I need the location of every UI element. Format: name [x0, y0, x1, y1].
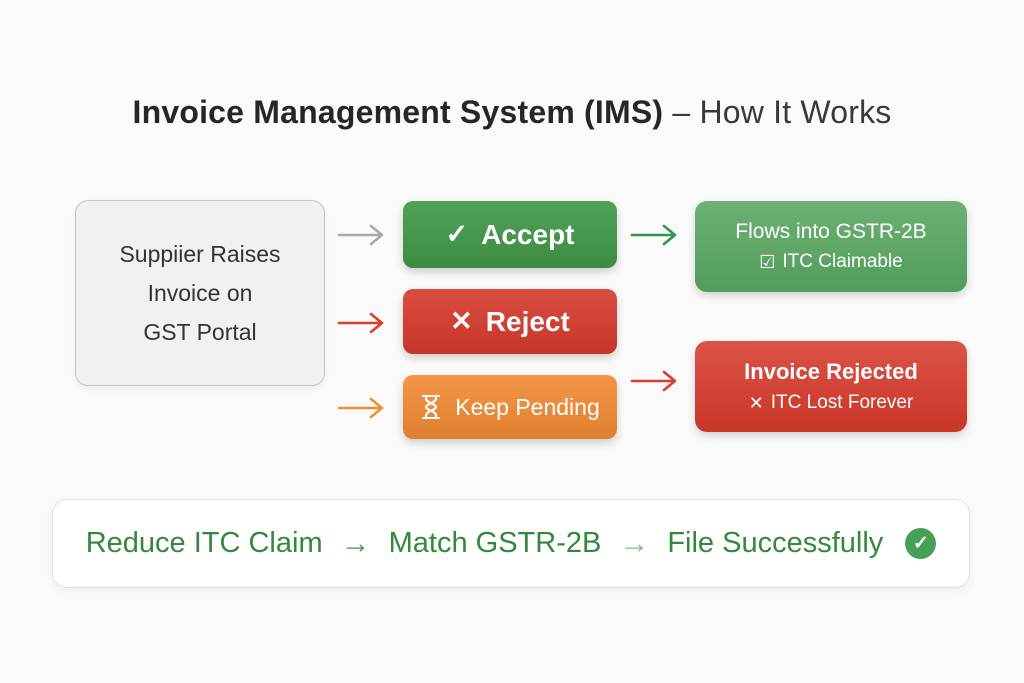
arrow-source-to-accept: [337, 222, 389, 248]
accepted-outcome-box: Flows into GSTR-2B ☑ ITC Claimable: [695, 201, 967, 292]
accepted-outcome-title: Flows into GSTR-2B: [735, 220, 927, 243]
page-title-suffix: – How It Works: [663, 94, 892, 130]
arrow-source-to-reject: [337, 310, 389, 336]
rejected-outcome-box: Invoice Rejected ✕ ITC Lost Forever: [695, 341, 967, 432]
footer-step-match-gstr2b: Match GSTR-2B: [388, 527, 602, 559]
arrow-source-to-pending: [337, 395, 389, 421]
hourglass-icon: [420, 394, 442, 420]
process-summary-bar: Reduce ITC Claim → Match GSTR-2B → File …: [52, 499, 970, 588]
check-icon: ✓: [445, 219, 469, 249]
supplier-invoice-box: Suppiier Raises Invoice on GST Portal: [75, 200, 325, 386]
footer-step-reduce-itc: Reduce ITC Claim: [85, 527, 323, 559]
check-circle-icon: ✓: [905, 528, 937, 559]
accepted-outcome-detail: ☑ ITC Claimable: [695, 251, 967, 273]
accept-button[interactable]: ✓ Accept: [403, 201, 617, 268]
cross-icon: ✕: [450, 306, 473, 336]
accept-button-label: Accept: [481, 218, 575, 250]
page-title: Invoice Management System (IMS) – How It…: [0, 94, 1024, 131]
rejected-outcome-title: Invoice Rejected: [744, 359, 918, 384]
right-arrow-icon: →: [340, 526, 371, 560]
keep-pending-button-label: Keep Pending: [455, 393, 600, 420]
supplier-invoice-line: Invoice on: [147, 279, 253, 306]
accepted-outcome-detail-label: ITC Claimable: [782, 251, 903, 272]
supplier-invoice-line: Suppiier Raises: [119, 240, 281, 267]
cross-icon: ✕: [748, 392, 764, 413]
right-arrow-icon: →: [619, 526, 650, 560]
rejected-outcome-detail: ✕ ITC Lost Forever: [695, 392, 967, 414]
reject-button-label: Reject: [485, 305, 570, 337]
arrow-reject-to-outcome: [630, 368, 682, 394]
page-title-main: Invoice Management System (IMS): [132, 94, 664, 130]
keep-pending-button[interactable]: Keep Pending: [403, 375, 617, 439]
supplier-invoice-line: GST Portal: [143, 318, 257, 345]
footer-step-file-successfully: File Successfully: [667, 527, 884, 559]
rejected-outcome-detail-label: ITC Lost Forever: [770, 392, 914, 413]
reject-button[interactable]: ✕ Reject: [403, 289, 617, 354]
checked-box-icon: ☑: [759, 251, 776, 272]
arrow-accept-to-outcome: [630, 222, 682, 248]
